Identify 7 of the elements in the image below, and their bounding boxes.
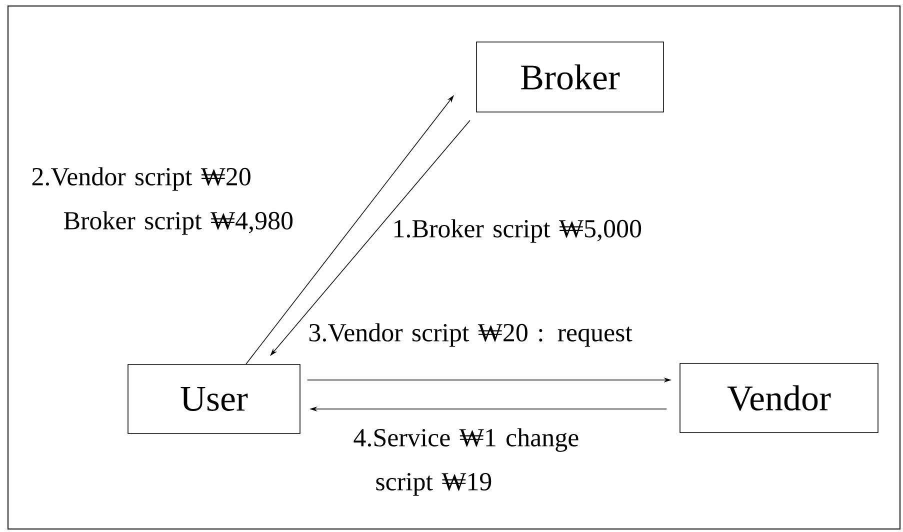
process-box: Broker (476, 42, 664, 112)
edge-label: 3.Vendor script ₩20 : request (309, 323, 632, 347)
process-box: User (128, 364, 300, 434)
edge-label: 1.Broker script ₩5,000 (394, 219, 642, 243)
process-box: Vendor (680, 363, 878, 433)
edge-label: 4.Service ₩1 change script ₩19 (354, 428, 578, 496)
edge-label: 2.Vendor script ₩20 Broker script ₩4,980 (32, 167, 293, 235)
